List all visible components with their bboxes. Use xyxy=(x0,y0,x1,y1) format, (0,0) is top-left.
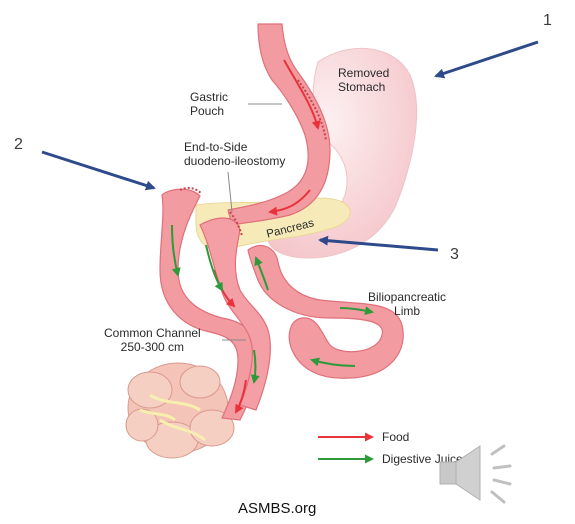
speaker-icon[interactable] xyxy=(434,438,524,508)
callout-3: 3 xyxy=(450,246,459,264)
gastric-pouch-label: Gastric Pouch xyxy=(190,90,228,118)
common-channel-label: Common Channel 250-300 cm xyxy=(104,326,201,354)
pointer-arrow-1 xyxy=(436,42,538,76)
duodeno-ileostomy-label: End-to-Side duodeno-ileostomy xyxy=(184,140,285,168)
pointer-arrow-2 xyxy=(42,152,154,188)
colon xyxy=(126,363,234,458)
callout-1: 1 xyxy=(543,12,552,30)
gastric-pouch xyxy=(228,24,330,225)
legend-food-label: Food xyxy=(382,430,409,444)
biliopancreatic-limb-label: Biliopancreatic Limb xyxy=(368,290,446,318)
removed-stomach-label: Removed Stomach xyxy=(338,66,389,94)
callout-2: 2 xyxy=(14,136,23,154)
credit-text: ASMBS.org xyxy=(238,500,316,517)
